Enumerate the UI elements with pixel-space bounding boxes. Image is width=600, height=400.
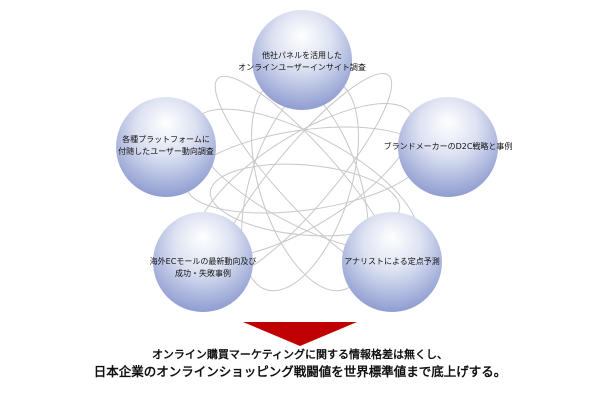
node-label-d2c-cases: ブランドメーカーのD2C戦略と事例 (384, 141, 513, 153)
node-label-line: 成功・失敗事例 (174, 269, 231, 278)
node-label-platform-survey: 各種プラットフォームに 付随したユーザー動向調査 (118, 134, 214, 158)
conclusion-line-2: 日本企業のオンラインショッピング戦闘値を世界標準値まで底上げする。 (93, 364, 507, 379)
node-label-ec-mall-trends: 海外ECモールの最新動向及び 成功・失敗事例 (150, 256, 257, 280)
down-arrow-icon (243, 322, 357, 346)
node-label-line: 付随したユーザー動向調査 (118, 147, 214, 156)
node-label-line: 他社パネルを活用した (262, 51, 342, 60)
conclusion-line-1: オンライン購買マーケティングに関する情報格差は無くし、 (151, 348, 449, 361)
node-label-analyst-forecast: アナリストによる定点予測 (344, 256, 440, 268)
node-label-line: 各種プラットフォームに (122, 135, 210, 144)
node-label-line: アナリストによる定点予測 (344, 257, 440, 266)
sphere-platform-survey (116, 97, 216, 197)
node-label-panel-survey: 他社パネルを活用した オンラインユーザーインサイト調査 (238, 50, 366, 74)
sphere-ec-mall-trends (153, 212, 253, 312)
orbit-loop (209, 163, 401, 237)
node-label-line: オンラインユーザーインサイト調査 (238, 63, 366, 72)
sphere-d2c-cases (398, 97, 498, 197)
sphere-analyst-forecast (342, 212, 442, 312)
node-label-line: 海外ECモールの最新動向及び (149, 257, 257, 266)
sphere-panel-survey (252, 10, 352, 110)
node-label-line: ブランドメーカーのD2C戦略と事例 (383, 142, 513, 151)
